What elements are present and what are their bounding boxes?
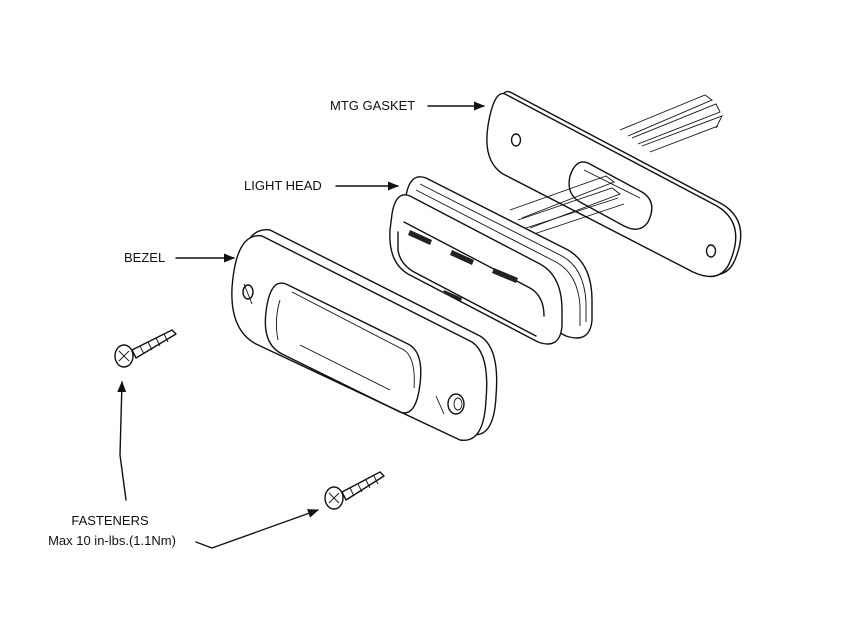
fasteners-arrow-lower [195, 509, 320, 549]
bezel [231, 229, 498, 441]
bezel-label: BEZEL [124, 250, 165, 265]
wire-harness [509, 94, 723, 235]
led-modules [408, 230, 518, 301]
light-head [389, 176, 593, 345]
light-head-label: LIGHT HEAD [244, 178, 322, 193]
fasteners-torque-label: Max 10 in-lbs.(1.1Nm) [48, 533, 176, 548]
fastener-screw-lower [324, 471, 385, 510]
fasteners-arrow-upper [117, 380, 127, 501]
fastener-screw-upper [114, 329, 177, 368]
mtg-gasket [486, 90, 742, 278]
mtg-gasket-label: MTG GASKET [330, 98, 415, 113]
fasteners-label: FASTENERS [71, 513, 149, 528]
